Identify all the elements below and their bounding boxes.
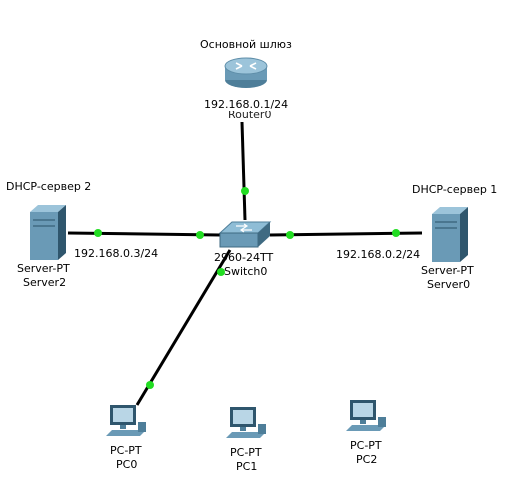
pc0-model: PC-PT: [110, 444, 142, 457]
pc1-name: PC1: [236, 460, 258, 473]
server0-model: Server-PT: [421, 264, 474, 277]
gateway-annotation: Основной шлюз: [200, 38, 292, 51]
pc2-name: PC2: [356, 453, 378, 466]
switch-icon[interactable]: [218, 221, 272, 248]
switch-name: Switch0: [224, 265, 268, 278]
port-led: [241, 187, 249, 195]
dhcp-server-1-annotation: DHCP-сервер 1: [412, 183, 498, 196]
server-icon[interactable]: [432, 207, 468, 262]
pc1-model: PC-PT: [230, 446, 262, 459]
server2-ip: 192.168.0.3/24: [74, 247, 159, 260]
link-switch-pc0[interactable]: [135, 249, 232, 406]
pc0-name: PC0: [116, 458, 138, 471]
link-router-switch[interactable]: [240, 121, 247, 221]
port-led: [217, 268, 225, 276]
server0-ip: 192.168.0.2/24: [336, 248, 421, 261]
server-icon[interactable]: [30, 205, 66, 260]
port-led: [94, 229, 102, 237]
router-name: Router0: [228, 108, 272, 121]
dhcp-server-2-annotation: DHCP-сервер 2: [6, 180, 92, 193]
server2-model: Server-PT: [17, 262, 70, 275]
pc-icon[interactable]: [226, 407, 266, 438]
pc2-model: PC-PT: [350, 439, 382, 452]
pc-icon[interactable]: [346, 400, 386, 431]
port-led: [392, 229, 400, 237]
router-ip: 192.168.0.1/24: [204, 98, 289, 111]
server0-name: Server0: [427, 278, 471, 291]
port-led: [146, 381, 154, 389]
port-led: [196, 231, 204, 239]
port-led: [286, 231, 294, 239]
server2-name: Server2: [23, 276, 67, 289]
pc-icon[interactable]: [106, 405, 146, 436]
switch-model: 2960-24TT: [214, 251, 274, 264]
link-server2-switch[interactable]: [67, 231, 221, 237]
router-icon[interactable]: [224, 57, 268, 88]
